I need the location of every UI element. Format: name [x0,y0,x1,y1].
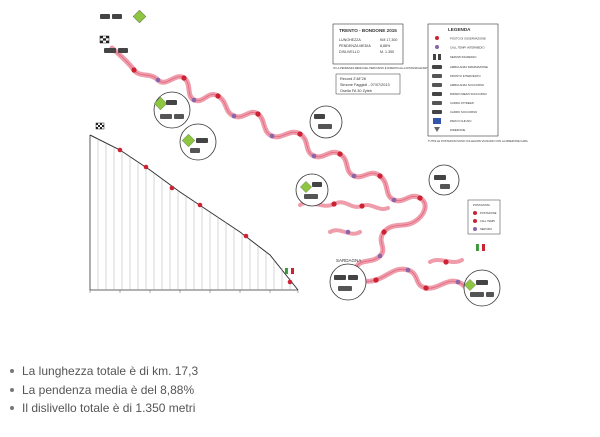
svg-text:DIREZIONE: DIREZIONE [450,128,465,132]
info-box: TRENTO - BONDONE 2015 LUNGHEZZA KM 17,30… [332,23,452,95]
info-note: IN LA PENDENZA MEDIA DEL PERCORSO È RIFE… [333,65,452,70]
legend-row-5: AMBULANZA SOCCORSO [432,83,485,87]
fact-gradient: La pendenza media è del 8,88% [8,381,198,400]
info-row-label: DISLIVELLO [339,50,360,54]
legend-row-0: POSTO DI OSSERVAZIONE [435,36,486,41]
legend-row-7: CARRO ATTREZZI [432,101,474,105]
svg-text:POSTO DI OSSERVAZIONE: POSTO DI OSSERVAZIONE [450,37,486,41]
legend-row-8: CARRO SOCCORSO [432,110,478,114]
green-sign-icon [132,9,147,24]
sub-legend: POSTAZIONI POSTAZIONE CALL TEMPI SERVIZI… [467,199,501,235]
callout-6 [329,263,367,301]
callout-3 [309,105,343,139]
info-title: TRENTO - BONDONE 2015 [339,28,397,33]
svg-text:POSTAZIONE: POSTAZIONE [480,211,497,215]
road-label: SARDAGNA [336,258,361,263]
sub-legend-title: POSTAZIONI [473,203,490,207]
fact-length: La lunghezza totale è di km. 17,3 [8,362,198,381]
legend-row-3: AMBULANZA RIANIMAZIONE [432,65,488,69]
callout-1 [153,91,191,129]
route-map: SARDAGNA TRENTO - BONDONE 2015 LUNGHEZZA… [89,9,528,307]
svg-text:CARRO SOCCORSO: CARRO SOCCORSO [450,110,478,114]
svg-text:RIPARO MEZZI SOCCORSO: RIPARO MEZZI SOCCORSO [450,92,488,96]
callout-5 [428,164,460,196]
record-line: Simone Faggioli - 07/07/2013 [340,83,390,87]
legend-row-10: DIREZIONE [434,127,465,132]
legend-row-1: CALL TEMPI INTERMEDIO [435,45,485,50]
italy-flag-icon [476,243,485,252]
car-icon [100,14,128,53]
legend-title: LEGENDA [448,27,471,32]
svg-text:CALL TEMPI: CALL TEMPI [480,219,495,223]
svg-text:AMBULANZA SOCCORSO: AMBULANZA SOCCORSO [450,83,485,87]
record-line: Record 2'48"26 [340,77,366,81]
svg-text:PARCO CHIUSO: PARCO CHIUSO [450,119,472,123]
svg-text:CALL TEMPI INTERMEDIO: CALL TEMPI INTERMEDIO [450,46,485,50]
svg-text:CARRO ATTREZZI: CARRO ATTREZZI [450,101,474,105]
legend-row-6: RIPARO MEZZI SOCCORSO [432,92,488,96]
info-row-value: KM 17,300 [380,38,397,42]
svg-text:SERVIZI INGRESSO: SERVIZI INGRESSO [450,55,477,59]
svg-text:AMBULANZA RIANIMAZIONE: AMBULANZA RIANIMAZIONE [450,65,488,69]
legend-footnote: TUTTE LE POSTAZIONI SONO COLLEGATE VIA R… [428,139,528,143]
callout-7 [463,269,501,307]
info-row-label: PENDENZA MEDIA [339,44,371,48]
legend: LEGENDA POSTO DI OSSERVAZIONE CALL TEMPI… [427,23,528,143]
legend-row-2: SERVIZI INGRESSO [433,54,477,60]
record-line: Osella FA 30 Zytek [340,89,372,93]
elevation-profile [89,122,299,293]
route [109,45,483,303]
svg-text:PRONTO INTERVENTO: PRONTO INTERVENTO [450,74,481,78]
info-row-value: 8,88% [380,44,391,48]
info-row-label: LUNGHEZZA [339,38,361,42]
svg-text:SERVIZIO: SERVIZIO [480,227,492,231]
info-row-value: M. 1.350 [380,50,394,54]
callout-2 [179,123,217,161]
start-flag-icon [99,35,110,44]
route-facts-list: La lunghezza totale è di km. 17,3 La pen… [8,362,198,418]
legend-row-9: PARCO CHIUSO [433,118,472,124]
callout-4 [295,173,329,207]
legend-row-4: PRONTO INTERVENTO [432,74,481,78]
fact-elevation: Il dislivello totale è di 1.350 metri [8,399,198,418]
